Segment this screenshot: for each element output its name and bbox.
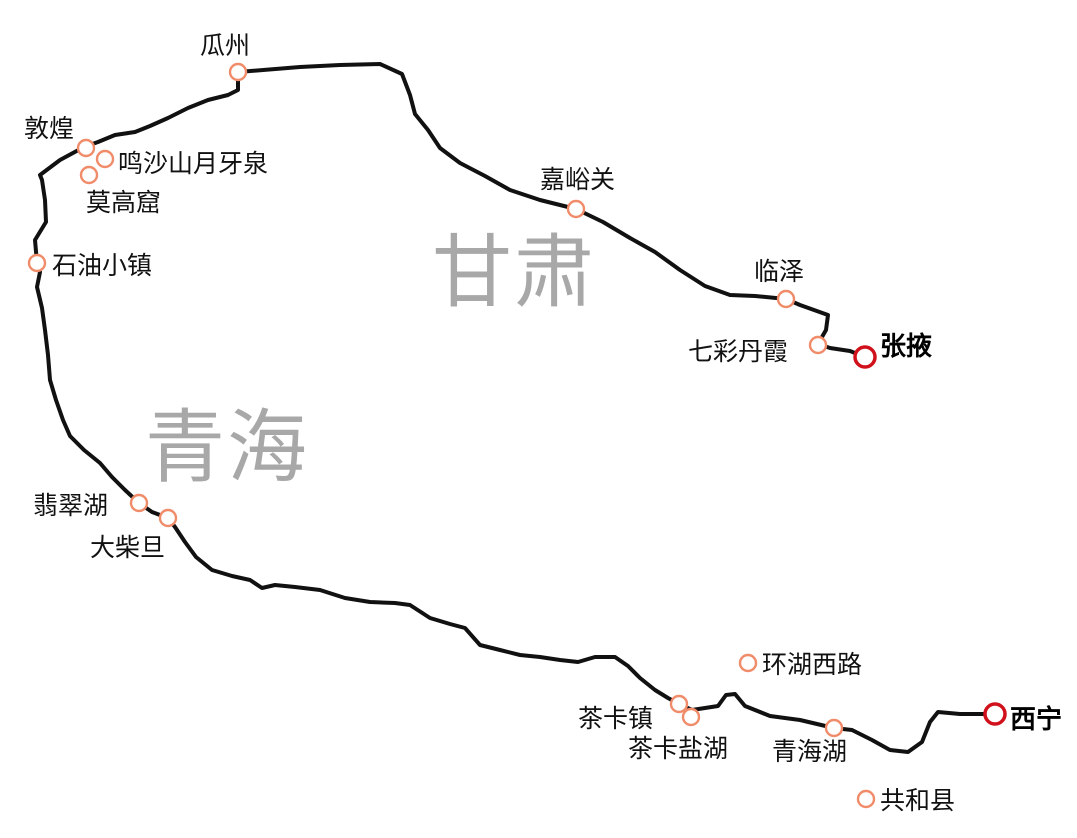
stop-marker-danxia bbox=[808, 335, 828, 355]
stop-label-gonghe: 共和县 bbox=[880, 786, 955, 815]
city-label-zhangye: 张掖 bbox=[880, 332, 932, 362]
stop-marker-dunhuang bbox=[76, 138, 96, 158]
stop-marker-gonghe bbox=[856, 789, 876, 809]
stop-marker-dachaidan bbox=[158, 508, 178, 528]
stop-label-shiyou: 石油小镇 bbox=[52, 251, 152, 280]
stop-label-dachaidan: 大柴旦 bbox=[90, 533, 165, 562]
stop-label-qinghaihu: 青海湖 bbox=[772, 737, 847, 766]
stop-marker-feicui bbox=[129, 493, 149, 513]
stop-label-mingsha: 鸣沙山月牙泉 bbox=[118, 149, 268, 178]
stop-label-danxia: 七彩丹霞 bbox=[688, 337, 788, 366]
stop-marker-mogao bbox=[79, 165, 99, 185]
city-marker-zhangye bbox=[853, 345, 877, 369]
stop-label-linze: 临泽 bbox=[754, 257, 804, 286]
stop-label-chakayanhu: 茶卡盐湖 bbox=[628, 734, 728, 763]
stop-label-guazhou: 瓜州 bbox=[200, 31, 250, 60]
route-line bbox=[33, 62, 997, 754]
city-label-xining: 西宁 bbox=[1010, 704, 1062, 735]
stop-marker-qinghaihu bbox=[824, 718, 844, 738]
stop-marker-linze bbox=[776, 289, 796, 309]
stop-label-feicui: 翡翠湖 bbox=[33, 491, 108, 520]
region-label-gansu: 甘肃 bbox=[432, 226, 596, 319]
stop-label-mogao: 莫高窟 bbox=[86, 188, 161, 217]
stop-marker-huanhu bbox=[738, 653, 758, 673]
city-marker-xining bbox=[983, 702, 1007, 726]
stop-label-huanhu: 环湖西路 bbox=[762, 650, 862, 679]
stop-marker-mingsha bbox=[95, 149, 115, 169]
stop-label-dunhuang: 敦煌 bbox=[24, 114, 74, 143]
stop-label-jiayuguan: 嘉峪关 bbox=[540, 165, 615, 194]
stop-marker-chakazhen bbox=[669, 694, 689, 714]
stop-label-chakazhen: 茶卡镇 bbox=[578, 704, 653, 733]
region-label-qinghai: 青海 bbox=[145, 401, 309, 494]
stop-marker-chakayanhu bbox=[681, 707, 701, 727]
stop-marker-guazhou bbox=[228, 62, 248, 82]
stop-marker-jiayuguan bbox=[566, 199, 586, 219]
stop-marker-shiyou bbox=[27, 253, 47, 273]
